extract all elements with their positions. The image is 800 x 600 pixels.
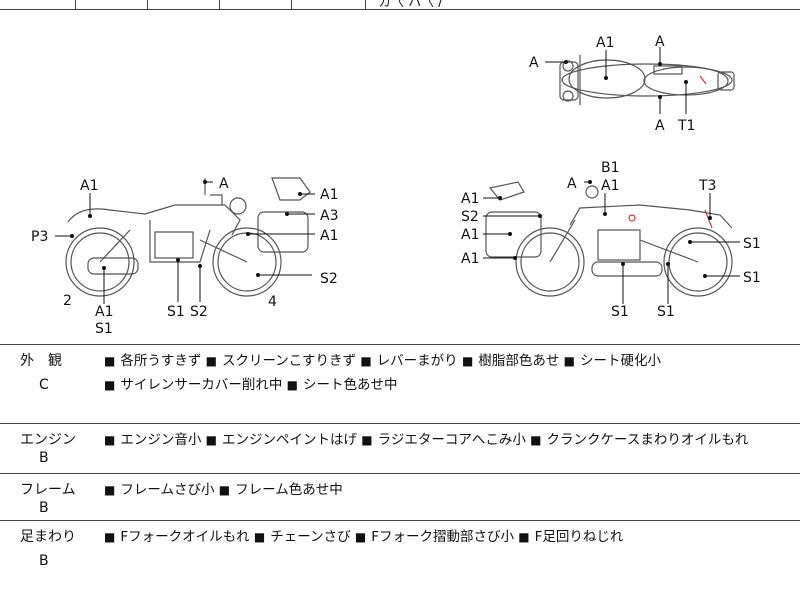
label-right-a1-screen: A1 [461,191,479,207]
label-right-a: A [567,176,577,192]
category-label: エンジン [20,432,76,448]
label-left-a3: A3 [320,208,338,224]
top-table-strip: カ〈 ハ〈 / [0,0,800,10]
label-left-a1-screen: A1 [320,187,338,203]
black-square-icon: ■ [104,354,116,368]
section-engine: エンジン B ■エンジン音小 ■エンジンペイントはげ ■ラジエターコアへこみ小 … [0,424,800,474]
black-square-icon: ■ [286,378,298,392]
finding-item: サイレンサーカバー削れ中 [120,377,283,393]
label-right-s2: S2 [461,209,479,225]
finding-item: スクリーンこすりきず [221,353,357,369]
right-side-bike [485,181,733,297]
black-square-icon: ■ [563,354,575,368]
finding-list: ■エンジン音小 ■エンジンペイントはげ ■ラジエターコアへこみ小 ■クランクケー… [104,428,794,452]
top-view-bike [559,55,735,105]
label-right-s1-upper: S1 [743,236,761,252]
grade-label: C [39,377,49,393]
label-left-s1-bottom: S1 [95,321,113,337]
black-square-icon: ■ [205,354,217,368]
finding-item: ラジエターコアへこみ小 [377,432,526,448]
finding-item: Fフォークオイルもれ [120,529,250,545]
label-top-a-left: A [529,55,539,71]
section-frame: フレーム B ■フレームさび小 ■フレーム色あせ中 [0,474,800,521]
black-square-icon: ■ [361,433,373,447]
black-square-icon: ■ [530,433,542,447]
finding-item: クランクケースまわりオイルもれ [546,432,749,448]
label-right-s1-exhaust: S1 [657,304,675,320]
finding-item: F足回りねじれ [534,529,624,545]
left-side-bike [65,177,311,297]
black-square-icon: ■ [104,378,116,392]
finding-list: ■各所うすきず ■スクリーンこすりきず ■レバーまがり ■樹脂部色あせ ■シート… [104,349,794,397]
black-square-icon: ■ [253,530,266,544]
finding-list: ■フレームさび小 ■フレーム色あせ中 [104,478,794,502]
label-left-a: A [219,176,229,192]
finding-item: 樹脂部色あせ [478,353,560,369]
section-suspension: 足まわり B ■Fフォークオイルもれ ■チェーンさび ■Fフォーク摺動部さび小 … [0,521,800,600]
finding-item: 各所うすきず [120,353,202,369]
finding-item: フレーム色あせ中 [235,482,343,498]
label-left-a1-case: A1 [320,228,338,244]
label-right-a1-low: A1 [461,251,479,267]
finding-item: エンジンペイントはげ [221,432,357,448]
label-left-s1: S1 [167,304,185,320]
category-label: 外 観 [20,353,62,369]
damage-diagram: A1 A A A T1 A A1 P3 2 A1 S1 S1 S2 4 A1 A… [0,9,800,345]
finding-item: エンジン音小 [120,432,202,448]
label-top-a-upper: A [655,34,665,50]
motorcycle-diagrams: A1 A A A T1 A A1 P3 2 A1 S1 S1 S2 4 A1 A… [31,34,761,337]
black-square-icon: ■ [518,530,530,544]
label-left-a1-bottom: A1 [95,304,113,320]
finding-item: チェーンさび [270,529,351,545]
grade-label: B [39,553,49,569]
black-square-icon: ■ [461,354,474,368]
black-square-icon: ■ [104,530,116,544]
label-top-a1: A1 [596,35,614,51]
finding-item: フレームさび小 [120,482,215,498]
black-square-icon: ■ [218,483,231,497]
label-right-s1-lower: S1 [743,270,761,286]
label-top-t1: T1 [677,118,695,134]
label-right-a1-top: A1 [601,178,619,194]
label-left-s2: S2 [190,304,208,320]
finding-item: レバーまがり [376,353,458,369]
grade-label: B [39,500,49,516]
label-left-2: 2 [63,293,72,309]
top-strip-text: カ〈 ハ〈 / [378,0,443,10]
label-right-a1-mid: A1 [461,227,479,243]
black-square-icon: ■ [205,433,217,447]
label-right-s1-engine: S1 [611,304,629,320]
black-square-icon: ■ [360,354,372,368]
finding-item: シート色あせ中 [302,377,398,393]
label-top-a-lower: A [655,118,665,134]
label-right-t3: T3 [698,178,716,194]
finding-list: ■Fフォークオイルもれ ■チェーンさび ■Fフォーク摺動部さび小 ■F足回りねじ… [104,525,794,549]
label-left-s2-rear: S2 [320,271,338,287]
finding-item: Fフォーク摺動部さび小 [371,529,514,545]
category-label: フレーム [20,482,76,498]
section-exterior: 外 観 C ■各所うすきず ■スクリーンこすりきず ■レバーまがり ■樹脂部色あ… [0,345,800,424]
label-left-p3: P3 [31,229,48,245]
grade-label: B [39,450,49,466]
black-square-icon: ■ [104,433,116,447]
black-square-icon: ■ [104,483,116,497]
category-label: 足まわり [20,529,76,545]
label-right-b1: B1 [601,160,620,176]
label-left-a1-top: A1 [80,178,98,194]
label-left-4: 4 [268,294,277,310]
black-square-icon: ■ [354,530,367,544]
finding-item: シート硬化小 [579,353,661,369]
